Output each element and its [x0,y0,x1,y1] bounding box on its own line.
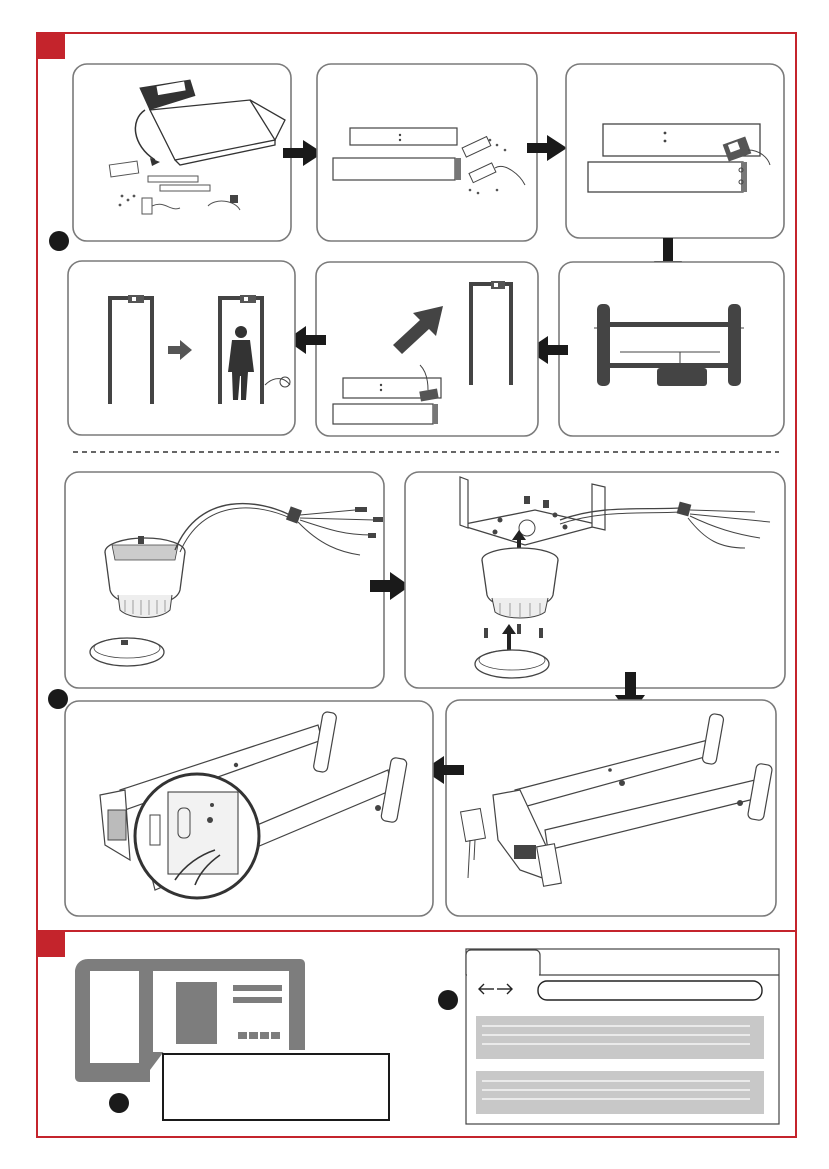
panel-parts-layout [317,64,537,241]
section-marker-software [37,931,65,957]
address-bar[interactable] [538,981,762,1000]
step-badge [49,231,69,251]
panel-walkthrough-test [68,261,295,435]
panel-unboxing [73,64,291,241]
browser-window-illustration [466,949,779,1124]
panel-dome-unit [65,472,384,688]
panel-dome-bracket [405,472,785,688]
step-badge [109,1093,129,1113]
panel-frame-erect [316,262,538,436]
step-badge [48,689,68,709]
panel-panel-install [446,700,776,916]
section-marker-installation [37,33,65,59]
panel-frame-assembly-top [559,262,784,436]
panel-wiring-detail [65,701,433,916]
step-badge [438,990,458,1010]
panel-connect-cables [566,64,784,238]
